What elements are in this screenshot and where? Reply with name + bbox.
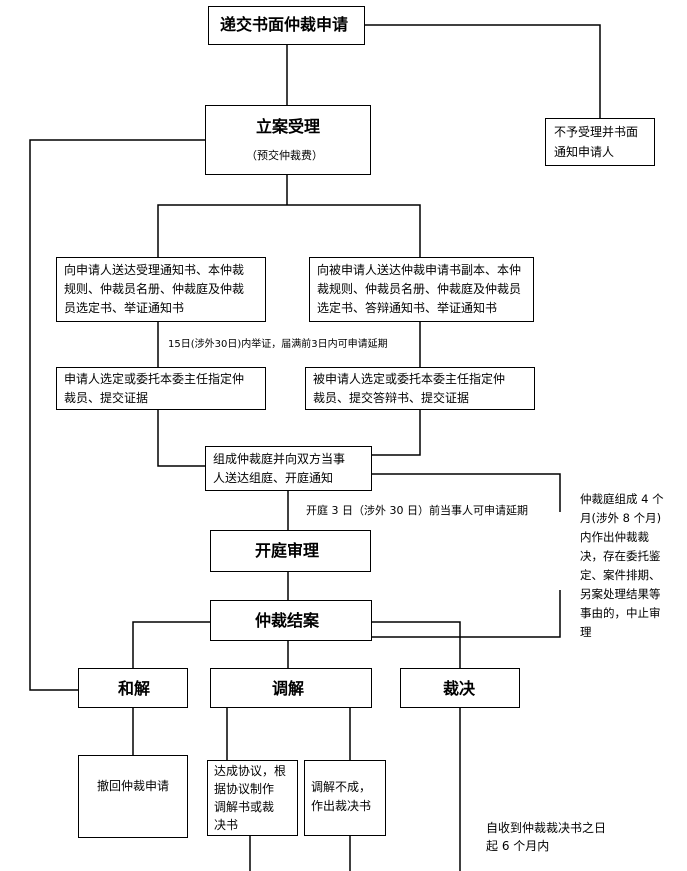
accept-case-title: 立案受理 — [256, 117, 321, 136]
hearing-node: 开庭审理 — [210, 530, 371, 572]
reject-node: 不予受理并书面 通知申请人 — [545, 118, 655, 166]
mediation-failed-node: 调解不成， 作出裁决书 — [304, 760, 386, 836]
reject-label-line1: 不予受理并书面 — [554, 125, 639, 139]
agreement-line: 调解书或裁 — [214, 800, 275, 814]
agreement-line: 据协议制作 — [214, 782, 275, 796]
respondent-select-line1: 被申请人选定或委托本委主任指定仲 — [313, 372, 506, 386]
notify-respondent-line3: 选定书、答辩通知书、举证通知书 — [317, 301, 498, 315]
side-note-line: 定、案件排期、 — [580, 568, 661, 582]
side-note-line: 另案处理结果等 — [580, 587, 661, 601]
side-note-line: 决，存在委托鉴 — [580, 549, 661, 563]
award-label: 裁决 — [443, 679, 476, 698]
award-note-line: 自收到仲裁裁决书之日 — [486, 821, 607, 835]
form-tribunal-line1: 组成仲裁庭并向双方当事 — [213, 452, 346, 466]
case-closure-node: 仲裁结案 — [210, 600, 372, 641]
no-agreement-line: 作出裁决书 — [311, 799, 372, 813]
applicant-select-line2: 裁员、提交证据 — [64, 391, 149, 405]
hearing-postpone-note: 开庭 3 日（涉外 30 日）前当事人可申请延期 — [306, 504, 528, 517]
side-note-line: 仲裁庭组成 4 个 — [580, 492, 664, 506]
notify-applicant-line3: 员选定书、举证通知书 — [64, 301, 185, 315]
notify-applicant-node: 向申请人送达受理通知书、本仲裁 规则、仲裁员名册、仲裁庭及仲裁 员选定书、举证通… — [56, 257, 266, 322]
settlement-label: 和解 — [118, 679, 151, 698]
withdraw-application-label: 撤回仲裁申请 — [97, 779, 170, 793]
side-note-line: 事由的，中止审 — [580, 606, 661, 620]
form-tribunal-node: 组成仲裁庭并向双方当事 人送达组庭、开庭通知 — [205, 446, 372, 491]
notify-respondent-node: 向被申请人送达仲裁申请书副本、本仲 裁规则、仲裁员名册、仲裁庭及仲裁员 选定书、… — [309, 257, 534, 322]
mediation-agreement-node: 达成协议，根 据协议制作 调解书或裁 决书 — [207, 760, 298, 836]
withdraw-application-node: 撤回仲裁申请 — [78, 755, 188, 838]
notify-applicant-line2: 规则、仲裁员名册、仲裁庭及仲裁 — [64, 282, 245, 296]
respondent-select-line2: 裁员、提交答辩书、提交证据 — [313, 391, 470, 405]
agreement-line: 决书 — [214, 818, 239, 832]
settlement-node: 和解 — [78, 668, 188, 708]
award-node: 裁决 — [400, 668, 520, 708]
no-agreement-line: 调解不成， — [311, 780, 372, 794]
form-tribunal-line2: 人送达组庭、开庭通知 — [213, 471, 334, 485]
side-note-line: 内作出仲裁裁 — [580, 530, 649, 544]
submit-application-node: 递交书面仲裁申请 — [208, 6, 365, 45]
award-deadline-side-note: 仲裁庭组成 4 个 月(涉外 8 个月) 内作出仲裁裁 决，存在委托鉴 定、案件… — [580, 490, 680, 642]
side-note-line: 月(涉外 8 个月) — [580, 511, 662, 525]
respondent-select-arbitrator-node: 被申请人选定或委托本委主任指定仲 裁员、提交答辩书、提交证据 — [305, 367, 535, 410]
applicant-select-arbitrator-node: 申请人选定或委托本委主任指定仲 裁员、提交证据 — [56, 367, 266, 410]
submit-application-label: 递交书面仲裁申请 — [220, 15, 349, 34]
case-closure-label: 仲裁结案 — [255, 611, 320, 630]
notify-respondent-line2: 裁规则、仲裁员名册、仲裁庭及仲裁员 — [317, 282, 522, 296]
applicant-select-line1: 申请人选定或委托本委主任指定仲 — [64, 372, 245, 386]
notify-respondent-line1: 向被申请人送达仲裁申请书副本、本仲 — [317, 263, 522, 277]
mediation-node: 调解 — [210, 668, 372, 708]
accept-case-subtitle: （预交仲裁费） — [246, 149, 323, 162]
reject-label-line2: 通知申请人 — [554, 145, 615, 159]
hearing-label: 开庭审理 — [255, 541, 320, 560]
side-note-line: 理 — [580, 625, 592, 639]
accept-case-node: 立案受理 （预交仲裁费） — [205, 105, 371, 175]
evidence-deadline-note: 15日(涉外30日)内举证，届满前3日内可申请延期 — [168, 339, 388, 350]
agreement-line: 达成协议，根 — [214, 764, 287, 778]
notify-applicant-line1: 向申请人送达受理通知书、本仲裁 — [64, 263, 245, 277]
award-note-line: 起 6 个月内 — [486, 839, 550, 853]
mediation-label: 调解 — [272, 679, 305, 698]
